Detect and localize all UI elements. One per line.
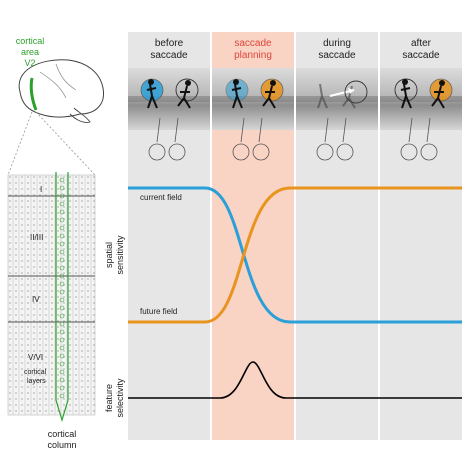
column-neuron — [59, 329, 65, 335]
photo-panel-before — [128, 68, 210, 130]
future-field-circle — [175, 78, 199, 102]
phase-title-before-1: before — [155, 38, 184, 49]
column-neuron — [59, 297, 65, 303]
column-neuron — [59, 289, 65, 295]
photo-panel-during — [296, 68, 378, 130]
column-neuron — [59, 353, 65, 359]
spatial-axis-label-1: spatial — [104, 242, 114, 268]
column-label-1: cortical — [48, 429, 77, 439]
phase-title-planning-2: planning — [234, 50, 272, 61]
brain-label-1: cortical — [16, 36, 45, 46]
layer-label-2: II/III — [30, 233, 43, 242]
brain-label-2: area — [21, 47, 39, 57]
layer-label-3: IV — [32, 295, 40, 304]
column-neuron — [59, 233, 65, 239]
layer-label-1: I — [40, 185, 42, 194]
feature-axis-label-1: feature — [104, 384, 114, 412]
column-neuron — [59, 369, 65, 375]
phase-titles: before saccade saccade planning during s… — [150, 38, 440, 61]
photo-panel-after — [380, 68, 462, 130]
current-field-circle — [394, 78, 418, 102]
column-neuron — [59, 217, 65, 223]
layers-caption-1: cortical — [24, 369, 47, 376]
receptive-field-pairs — [148, 117, 438, 161]
column-neuron — [59, 385, 65, 391]
phase-title-during-2: saccade — [318, 50, 356, 61]
layers-caption-2: layers — [27, 378, 46, 385]
column-neuron — [59, 305, 65, 311]
phase-title-after-2: saccade — [402, 50, 440, 61]
column-neuron — [59, 345, 65, 351]
current-field-label: current field — [140, 193, 182, 202]
phase-title-during-1: during — [323, 38, 351, 49]
column-neuron — [59, 177, 65, 183]
brain-illustration: cortical area V2 — [16, 36, 105, 123]
column-neuron — [59, 209, 65, 215]
column-neuron — [59, 241, 65, 247]
phase-title-planning-1: saccade — [234, 38, 272, 49]
phase-title-before-2: saccade — [150, 50, 188, 61]
axis-labels: spatial sensitivity feature selectivity — [104, 235, 125, 418]
zoom-lines — [7, 111, 96, 176]
column-neuron — [59, 185, 65, 191]
spatial-axis-label-2: sensitivity — [115, 235, 125, 275]
phase-title-after-1: after — [411, 38, 432, 49]
future-field-curve — [128, 186, 462, 324]
cortical-column — [55, 172, 69, 423]
column-label-2: column — [47, 440, 76, 450]
spatial-sensitivity-plot: current field future field — [128, 186, 462, 324]
feature-axis-label-2: selectivity — [115, 378, 125, 418]
column-neuron — [59, 393, 65, 399]
column-neuron — [59, 273, 65, 279]
column-neuron — [59, 265, 65, 271]
column-neuron — [59, 281, 65, 287]
area-v2-highlight — [29, 77, 38, 111]
cortical-section: I II/III IV V/VI cortical layers — [7, 172, 96, 423]
brain-label-3: V2 — [24, 58, 35, 68]
brain-outline — [18, 59, 105, 118]
column-neuron — [59, 361, 65, 367]
column-neuron — [59, 249, 65, 255]
photo-panel-planning — [212, 68, 294, 130]
column-neuron — [59, 321, 65, 327]
feature-selectivity-curve — [128, 361, 462, 399]
column-neuron — [59, 377, 65, 383]
column-neuron — [59, 313, 65, 319]
future-field-label: future field — [140, 307, 177, 316]
column-neuron — [59, 225, 65, 231]
future-field-circle — [344, 80, 368, 104]
column-neuron — [59, 257, 65, 263]
column-neuron — [59, 193, 65, 199]
column-neuron — [59, 201, 65, 207]
column-neuron — [59, 337, 65, 343]
layer-label-4: V/VI — [28, 353, 43, 362]
